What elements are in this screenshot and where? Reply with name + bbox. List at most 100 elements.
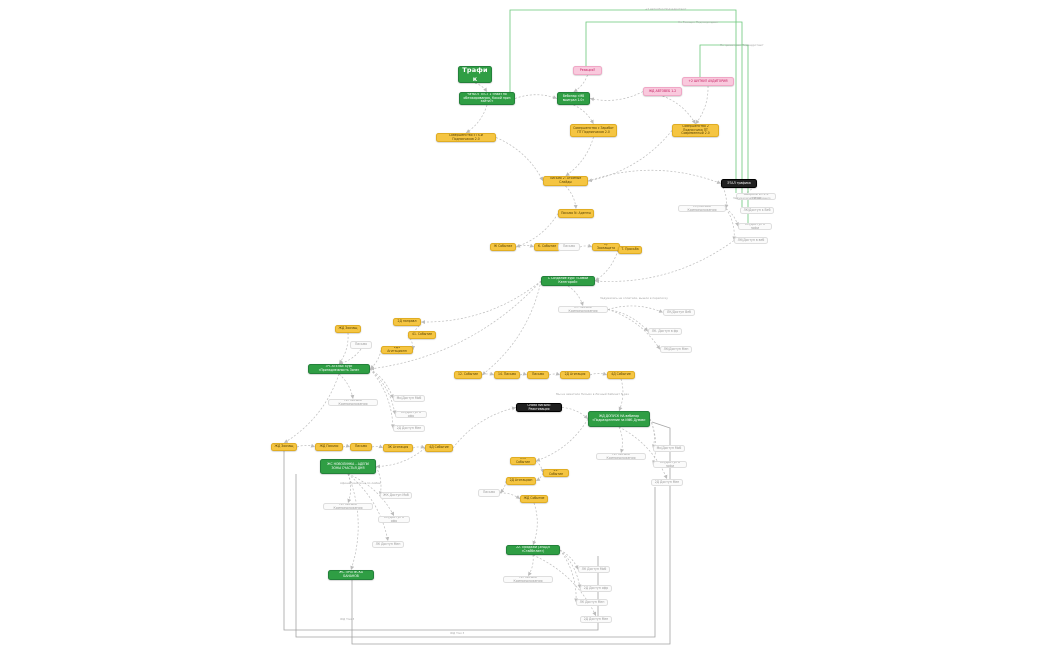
flow-edge — [535, 460, 545, 474]
flow-edge — [347, 473, 395, 517]
flow-edge — [519, 371, 528, 376]
flow-edge — [369, 368, 394, 399]
flow-node-y-4dsobytie[interactable]: 4Д Событие — [607, 371, 635, 379]
flow-node-shutki[interactable]: +2 ШУТКИ? АУДИТОРИЯ — [682, 77, 734, 86]
flow-node-letterN[interactable]: Письмо N: Адепты — [558, 209, 594, 218]
flow-node-sov2[interactable]: Совершенство с Заработ ПТ Подписчиков 2.… — [570, 124, 617, 137]
flow-node-w-lk-kompred1[interactable]: ЛК/Письмо Компредложения — [678, 205, 726, 212]
flow-node-w-2d-dostup-ofr[interactable]: 2Д Доступ офр — [580, 585, 612, 592]
edge-label: Задумались 2.0 не зашло — [733, 196, 771, 200]
flow-edge — [499, 492, 521, 500]
flow-edge — [589, 371, 608, 376]
flow-edge — [594, 249, 619, 282]
flow-edge — [567, 285, 584, 307]
flow-node-y-22sobytie[interactable]: 22. Событие — [543, 469, 569, 477]
flow-edge — [412, 444, 426, 449]
flow-node-prosba[interactable]: Т. Просьба — [618, 246, 642, 254]
flow-node-y-zhk-sobytie[interactable]: ЖК Событие — [510, 457, 536, 465]
flow-node-w-mk-dostup-mob[interactable]: Мк/Доступ Моб — [393, 395, 425, 402]
flow-edge — [296, 443, 316, 448]
flow-node-y-zk-agit[interactable]: ЗК Агитация — [383, 444, 413, 452]
flow-node-zhd-avtoveb[interactable]: ЖД АВТОВЕБ 1-2 — [643, 87, 682, 96]
flow-edge — [342, 443, 351, 448]
flow-node-y-2dagit2[interactable]: 2Д Агитацион — [506, 477, 536, 485]
flow-edge — [594, 240, 735, 284]
flow-node-y-zhd-zoo2[interactable]: ЖД Зоозащ — [271, 443, 297, 451]
flow-edge — [585, 21, 743, 207]
flow-node-w-lk-dostup-veb[interactable]: ЛК/Доступ к Веб — [740, 207, 774, 214]
flow-node-y-12sobytie[interactable]: 12. Событие — [454, 371, 482, 379]
flow-node-w-lk-dostup-men2[interactable]: ЛК Доступ Мен — [372, 541, 404, 548]
flow-node-webinar-mv[interactable]: Вебинар «МВ выиграл 1.0» — [557, 92, 590, 105]
flow-edge — [515, 243, 535, 248]
flow-node-traffic[interactable]: Трафик — [458, 66, 492, 83]
flow-node-w-2d-dostup-men[interactable]: 2Д Доступ Мен — [393, 425, 425, 432]
flow-edge — [535, 472, 544, 482]
flow-node-w-pismo4[interactable]: Письмо — [350, 443, 372, 451]
edge-label: +2 Автосбор Подзадротают — [645, 7, 687, 11]
flow-node-w-zhk-dostup-mob[interactable]: ЖК Доступ Моб — [380, 492, 412, 499]
flow-node-w-2d-dostup-men2[interactable]: 2Д Доступ Мен — [651, 479, 683, 486]
flow-edge — [338, 332, 349, 365]
flow-node-w-lk-dostup-ofr2[interactable]: ЛК/Доступ в офр — [378, 516, 410, 523]
flow-node-y-zhd-sobytie[interactable]: ЖД Событие — [520, 495, 548, 503]
flow-node-y-agit1[interactable]: 2ДЗ Агитационн — [381, 346, 413, 354]
flow-node-w-lk-kompred3[interactable]: ЛК Письмо Компредложения — [328, 399, 378, 406]
flow-node-w-2d-dostup-men3[interactable]: 2Д Доступ Мен — [580, 616, 612, 623]
flow-node-w-lk-dostup-zofi[interactable]: ЛК/Доступ в зофи — [738, 223, 772, 230]
flow-node-w-pismo5[interactable]: Письмо — [478, 489, 500, 497]
flow-edge — [420, 280, 542, 325]
edge-label: Афиша/узнали не по любви — [340, 481, 381, 485]
flow-node-w-dostup-fr[interactable]: ЛК. Доступ в фр — [648, 328, 682, 335]
flow-edge — [565, 185, 578, 210]
flow-node-w-lk-dostup-zofi2[interactable]: ЛК/Доступ в зофи — [653, 461, 687, 468]
flow-node-y-zhd-zoo1[interactable]: ЖД Зоозащ — [335, 325, 361, 333]
flow-edge — [589, 91, 644, 102]
flow-edge — [725, 208, 739, 227]
flow-node-reaction[interactable]: Реакция? — [573, 66, 602, 75]
flow-node-prodazhi[interactable]: 22. Продажи (ЗУАДЛ «Стайбплан») — [506, 545, 560, 555]
flow-node-w-lk-kompred4[interactable]: ЛК Письмо Компредложения — [323, 503, 373, 510]
flow-node-course1[interactable]: С Создание курс «Самой Категорий» — [541, 276, 595, 286]
flow-node-zoozashit[interactable]: Ц. Зоозащита — [592, 243, 620, 251]
flow-edge — [532, 502, 538, 546]
flow-node-w-mk-dostup-mob2[interactable]: Мк/Доступ Моб — [653, 445, 685, 452]
flow-node-w-lk-kompred5[interactable]: ЛК Письмо Компредложения — [596, 453, 646, 460]
flow-node-y-4dsobytie2[interactable]: 4Д Событие — [425, 444, 453, 452]
flow-node-y-14pismo[interactable]: 14. Письмо — [494, 371, 520, 379]
flow-node-dopusk[interactable]: ЖД ДОПУСК НА вебинар «Подразделение за И… — [588, 411, 650, 427]
flow-edge — [499, 480, 507, 494]
flow-node-w-dostup-men1[interactable]: ЛК/Доступ Мен — [660, 346, 692, 353]
flow-node-w-lk-dostup-men3[interactable]: ЛК Доступ Мен — [576, 599, 608, 606]
flow-node-w-dostup-veb3[interactable]: ЛК/Доступ Веб — [663, 309, 695, 316]
flow-node-y-2dagit[interactable]: 2Д Агитация — [560, 371, 590, 379]
flow-node-w-lk-dostup-mob3[interactable]: ЛК Доступ Моб — [578, 566, 610, 573]
flow-node-w-pismo2[interactable]: Письмо — [350, 341, 372, 349]
flow-node-etal[interactable]: ЭТАЛ трафика — [721, 179, 757, 188]
flow-node-sov3[interactable]: Совершенство 2 Подписчика ПТ Современный… — [672, 124, 719, 137]
flow-node-y-zhd-pismo[interactable]: ЖД Письмо — [315, 443, 343, 451]
flow-node-letter2[interactable]: Письмо 2: Атомные Слайды — [543, 176, 588, 186]
flow-node-chatbot-test[interactable]: ЧатБОТ ТЕСТ 1 «Квиз по обезжириванию. Ка… — [459, 92, 515, 105]
flow-node-w-pismo3[interactable]: Письмо — [527, 371, 549, 379]
flow-node-novolinka[interactable]: ЖС НОВОЛИНКА – АДЕПИ ЗОНЫ СЧАСТЬЯ ДНЯ — [320, 459, 376, 474]
flow-node-y-2dnapravl[interactable]: 2Д направл — [393, 318, 421, 326]
flow-node-w-lk-dostup-veb2[interactable]: ЛК/Доступ в веб — [734, 237, 768, 244]
flow-node-ev2[interactable]: К. Событие — [534, 243, 560, 251]
edge-label: ЖД Том 3 — [450, 631, 465, 635]
flow-node-pismo1[interactable]: Письмо — [558, 243, 580, 251]
flow-node-w-lk-kompred6[interactable]: ЛК Письмо Компредложения — [503, 576, 553, 583]
flow-edge — [532, 554, 597, 617]
flow-node-propuska[interactable]: ЖС ПРОПУСКА БАНАНОВ — [328, 570, 374, 580]
flow-node-sov1[interactable]: Совершенство с ПСИ Подписчиков 2.0 — [436, 133, 496, 142]
flow-edge — [618, 378, 624, 412]
flow-node-atelier[interactable]: ЗЧ. АТЕЛЬЕ курс «Принадлежность Зоне» — [308, 364, 370, 374]
flow-node-w-pismo-kompred2[interactable]: Ж. Письмо Компредложения — [558, 306, 608, 313]
flow-edge — [514, 94, 558, 100]
flow-node-ev1[interactable]: Ж Событие — [490, 243, 516, 251]
flow-node-reactivation[interactable]: Снова письмо: Реактивация — [516, 403, 562, 412]
flow-node-y-41sobytie[interactable]: 41. Событие — [408, 331, 436, 339]
flow-node-w-lk-dostup-ofr[interactable]: ЛК/Доступ в офр — [395, 411, 427, 418]
